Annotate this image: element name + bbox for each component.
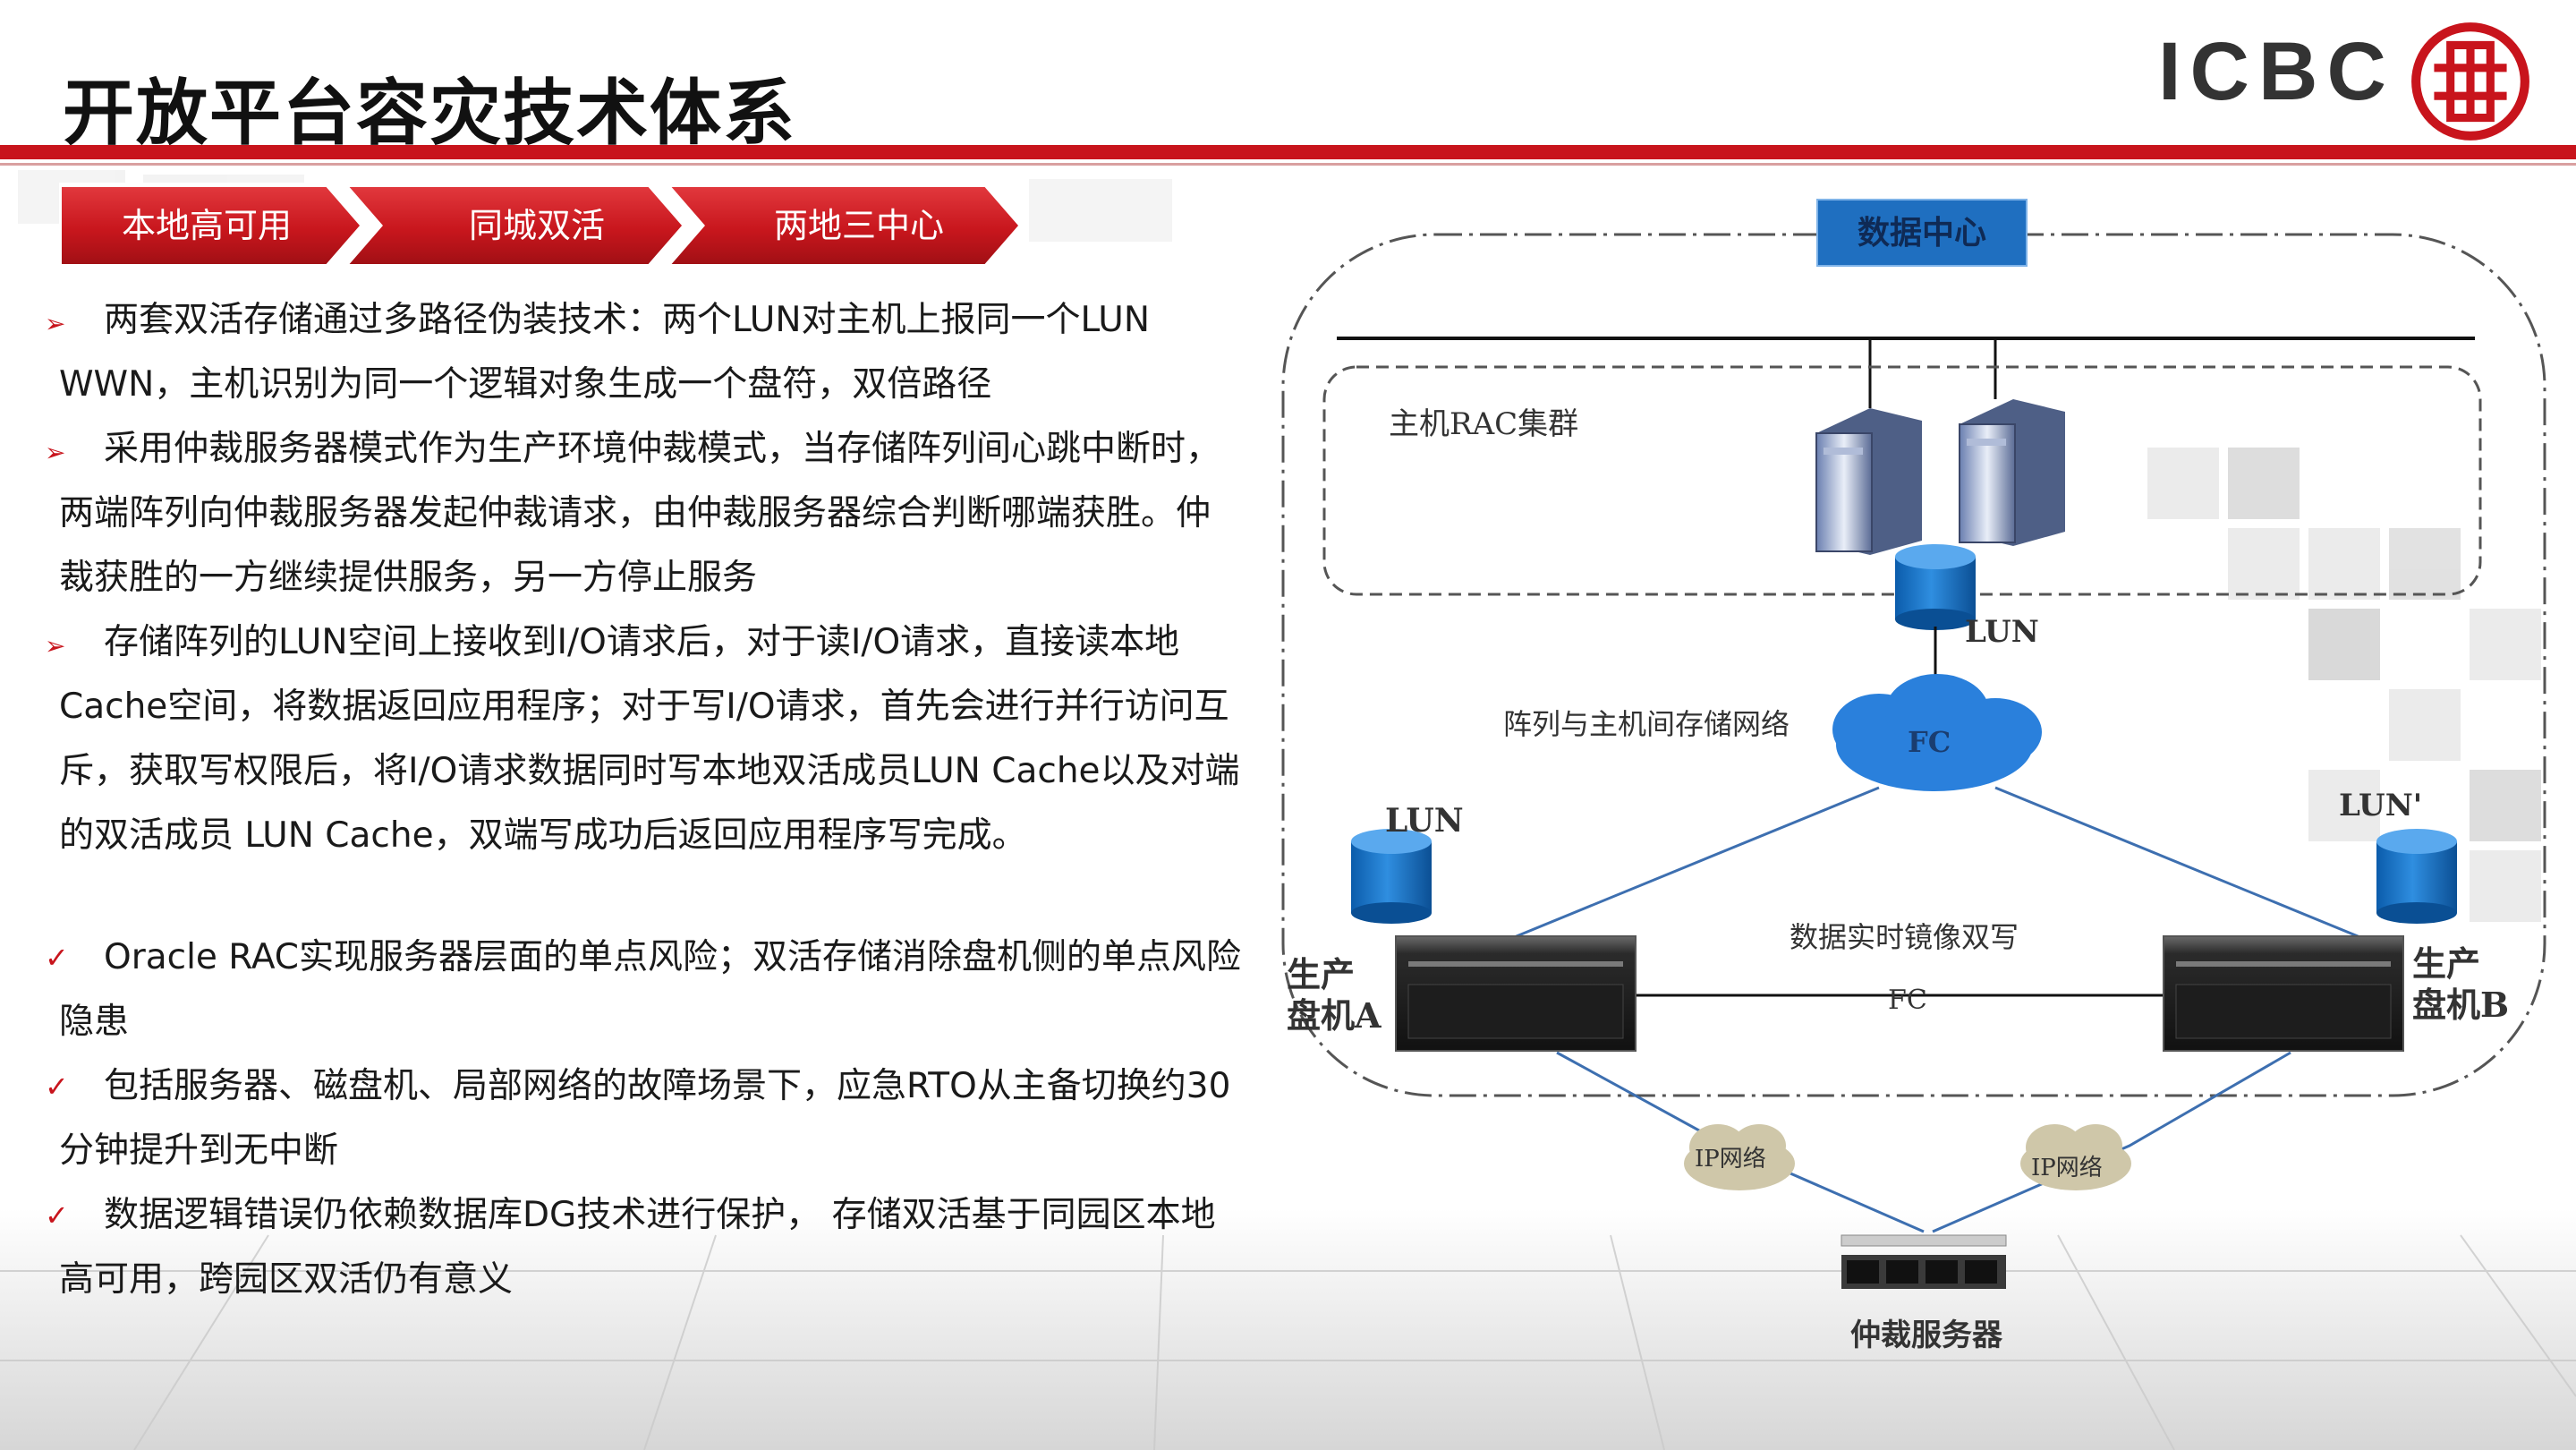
datacenter-boundary xyxy=(1281,233,2546,1097)
mirror-label: 数据实时镜像双写 xyxy=(1790,920,2019,954)
header-red-bar xyxy=(0,145,2576,159)
tab-chevrons xyxy=(59,183,1025,269)
arrow-bullet-icon: ➢ xyxy=(45,309,66,338)
storage-array-a-icon xyxy=(1395,935,1637,1052)
icbc-logo-text: ICBC xyxy=(2158,26,2395,117)
ip-network-right-label: IP网络 xyxy=(2031,1155,2103,1181)
bullet-text: 采用仲裁服务器模式作为生产环境仲裁模式，当存储阵列间心跳中断时，两端阵列向仲裁服… xyxy=(59,429,1221,598)
fc-link-label: FC xyxy=(1888,985,1927,1016)
arrow-bullet-icon: ➢ xyxy=(45,438,66,467)
bullet-text: 包括服务器、磁盘机、局部网络的故障场景下，应急RTO从主备切换约30分钟提升到无… xyxy=(59,1066,1231,1171)
icbc-seal-icon xyxy=(2411,22,2529,141)
bullet-text: 数据逻辑错误仍依赖数据库DG技术进行保护， 存储双活基于同园区本地高可用，跨园区… xyxy=(59,1195,1216,1300)
architecture-diagram xyxy=(1281,233,2546,1289)
fc-cloud-label: FC xyxy=(1908,725,1951,759)
quorum-server-icon xyxy=(1841,1234,2007,1289)
lun-left-label: LUN xyxy=(1385,802,1464,840)
array-b-label: 生产 盘机B xyxy=(2412,943,2509,1026)
bullet-text: 存储阵列的LUN空间上接收到I/O请求后，对于读I/O请求，直接读本地Cache… xyxy=(59,622,1240,856)
page-title: 开放平台容灾技术体系 xyxy=(63,72,796,155)
bullet-item: ✓ Oracle RAC实现服务器层面的单点风险；双活存储消除盘机侧的单点风险隐… xyxy=(45,925,1244,1054)
bullet-item: ✓ 包括服务器、磁盘机、局部网络的故障场景下，应急RTO从主备切换约30分钟提升… xyxy=(45,1054,1244,1183)
disk-icon xyxy=(1351,829,1432,924)
ip-cloud-icon xyxy=(2020,1124,2131,1190)
bullet-item: ➢ 存储阵列的LUN空间上接收到I/O请求后，对于读I/O请求，直接读本地Cac… xyxy=(45,610,1244,868)
checkmark-icon: ✓ xyxy=(45,1198,69,1232)
array-a-label: 生产 盘机A xyxy=(1287,954,1381,1036)
bullet-item: ➢ 采用仲裁服务器模式作为生产环境仲裁模式，当存储阵列间心跳中断时，两端阵列向仲… xyxy=(45,417,1244,610)
server-icon xyxy=(1815,408,1922,555)
tab-two-sites-three-centers[interactable]: 两地三中心 xyxy=(773,206,944,245)
tab-local-ha[interactable]: 本地高可用 xyxy=(121,206,292,245)
lun-right-label: LUN' xyxy=(2339,788,2423,823)
bullet-list: ➢ 两套双活存储通过多路径伪装技术：两个LUN对主机上报同一个LUN WWN，主… xyxy=(45,288,1244,1312)
bullet-text: Oracle RAC实现服务器层面的单点风险；双活存储消除盘机侧的单点风险隐患 xyxy=(59,937,1242,1042)
array-a-label-line1: 生产 xyxy=(1287,954,1356,994)
array-b-label-line1: 生产 xyxy=(2412,943,2481,984)
array-b-label-line2: 盘机B xyxy=(2412,985,2510,1025)
arrow-bullet-icon: ➢ xyxy=(45,631,66,661)
fc-cloud-icon xyxy=(1832,674,2042,791)
header-divider xyxy=(0,163,2576,166)
datacenter-label: 数据中心 xyxy=(1816,199,2028,267)
tab-shape-two-sites xyxy=(660,183,1025,269)
ip-cloud-icon xyxy=(1684,1124,1795,1190)
checkmark-icon: ✓ xyxy=(45,1070,69,1104)
storage-network-label: 阵列与主机间存储网络 xyxy=(1503,707,1790,741)
bullet-item: ➢ 两套双活存储通过多路径伪装技术：两个LUN对主机上报同一个LUN WWN，主… xyxy=(45,288,1244,417)
disk-icon xyxy=(2376,829,2457,924)
storage-array-b-icon xyxy=(2163,935,2404,1052)
array-a-label-line2: 盘机A xyxy=(1287,995,1382,1036)
server-icon xyxy=(1959,399,2065,546)
lun-top-label: LUN xyxy=(1965,614,2039,650)
disk-icon xyxy=(1895,544,1976,630)
tab-shape-same-city xyxy=(338,183,689,269)
quorum-server-label: 仲裁服务器 xyxy=(1850,1318,2002,1353)
cluster-label: 主机RAC集群 xyxy=(1389,406,1579,442)
bullet-item: ✓ 数据逻辑错误仍依赖数据库DG技术进行保护， 存储双活基于同园区本地高可用，跨… xyxy=(45,1183,1244,1312)
tab-shape-local-ha xyxy=(59,183,367,269)
ip-network-left-label: IP网络 xyxy=(1695,1146,1766,1173)
tab-same-city-active[interactable]: 同城双活 xyxy=(468,206,605,245)
bullet-text: 两套双活存储通过多路径伪装技术：两个LUN对主机上报同一个LUN WWN，主机识… xyxy=(59,300,1151,405)
checkmark-icon: ✓ xyxy=(45,941,69,975)
